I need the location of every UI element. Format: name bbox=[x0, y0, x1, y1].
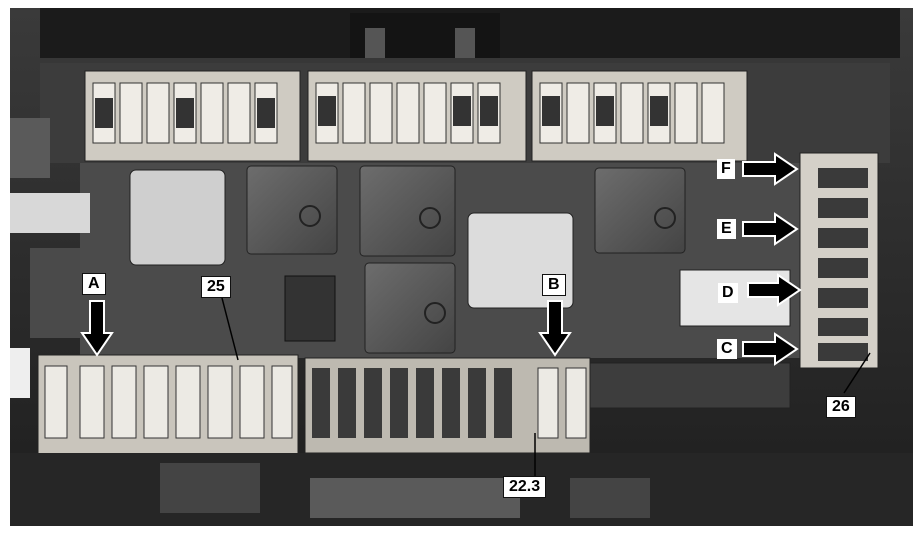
relay-3 bbox=[364, 262, 456, 354]
bottom-fuse-block-middle bbox=[304, 357, 591, 454]
callout-label-e: E bbox=[717, 219, 736, 239]
callout-label-c: C bbox=[717, 339, 737, 359]
arrow-b-icon bbox=[538, 300, 572, 357]
callout-label-26: 26 bbox=[826, 396, 856, 418]
arrow-c-icon bbox=[742, 332, 799, 366]
callout-arrows bbox=[80, 152, 802, 366]
top-fuse-block-left bbox=[84, 70, 301, 162]
top-fuse-block-right bbox=[531, 70, 748, 162]
fuse-box-photo: A 25 B F E D C 26 22.3 bbox=[10, 8, 913, 526]
callout-label-a: A bbox=[82, 273, 106, 295]
relay-2 bbox=[359, 165, 456, 257]
leader-lines bbox=[221, 297, 871, 478]
diode-module bbox=[284, 275, 336, 342]
fuse-box-illustration bbox=[10, 8, 913, 526]
arrow-d-icon bbox=[747, 273, 802, 307]
callout-label-22-3: 22.3 bbox=[503, 476, 547, 498]
bottom-fuse-block-right bbox=[589, 362, 791, 409]
arrow-a-icon bbox=[80, 300, 114, 357]
relay-1 bbox=[246, 165, 338, 255]
callout-label-f: F bbox=[717, 159, 735, 179]
relay-4 bbox=[594, 167, 686, 254]
arrow-e-icon bbox=[742, 212, 799, 246]
callout-label-b: B bbox=[542, 274, 566, 296]
bottom-fuse-block-left bbox=[37, 354, 299, 456]
right-fuse-column bbox=[799, 152, 879, 369]
relay-white-left bbox=[129, 169, 226, 266]
arrow-f-icon bbox=[742, 152, 799, 186]
callout-label-d: D bbox=[718, 283, 738, 303]
top-fuse-block-middle bbox=[307, 70, 527, 162]
callout-label-25: 25 bbox=[201, 276, 231, 298]
